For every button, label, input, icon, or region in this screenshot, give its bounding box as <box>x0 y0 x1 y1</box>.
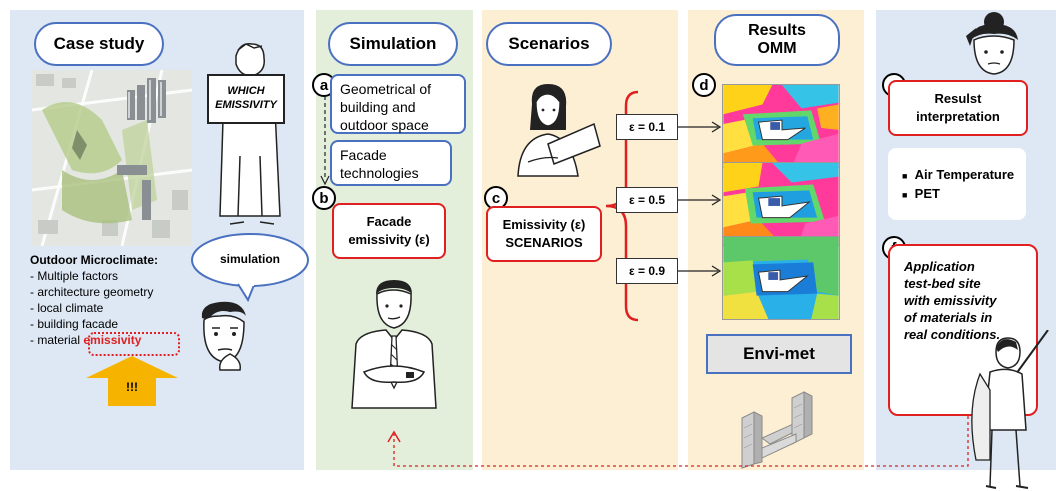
case-study-title: Case study <box>34 22 164 66</box>
results-title-line1: Results <box>748 21 806 39</box>
scenarios-title: Scenarios <box>486 22 612 66</box>
metric-pet: PET <box>914 186 940 201</box>
simulation-title: Simulation <box>328 22 458 66</box>
testbed-line1: Application <box>904 259 975 274</box>
results-interpretation-box: Resulst interpretation <box>888 80 1028 136</box>
outdoor-microclimate-text: Outdoor Microclimate: - Multiple factors… <box>30 252 200 348</box>
step-d-marker: d <box>692 73 716 97</box>
emissivity-scenarios-box: Emissivity (ε) SCENARIOS <box>486 206 602 262</box>
3d-building-model <box>741 391 813 469</box>
emissivity-highlight: emissivity <box>83 333 142 347</box>
testbed-line4: of materials in <box>904 310 993 325</box>
thinking-man-figure <box>201 301 246 371</box>
person-holding-sign-figure <box>219 43 281 225</box>
emissivity-scenarios-line2: SCENARIOS <box>505 235 583 250</box>
interpretation-line2: interpretation <box>916 109 1000 124</box>
simulation-map-epsilon-0-5 <box>722 162 840 246</box>
facade-emissivity-box: Facade emissivity (ε) <box>332 203 446 259</box>
emissivity-dotted-frame <box>88 332 180 356</box>
testbed-line2: test-bed site <box>904 276 981 291</box>
results-title: Results OMM <box>714 14 840 66</box>
geometry-box: Geometrical of building and outdoor spac… <box>330 74 466 134</box>
testbed-line5: real conditions. <box>904 327 1001 342</box>
results-title-line2: OMM <box>757 40 797 57</box>
simulation-map-epsilon-0-1 <box>722 84 840 168</box>
site-aerial-map <box>32 70 192 246</box>
factor-item: - architecture geometry <box>30 285 154 299</box>
metric-item: ■ PET <box>902 186 940 201</box>
exclamation-label: !!! <box>126 380 138 394</box>
step-b-marker: b <box>312 186 336 210</box>
up-arrow-icon <box>86 356 178 406</box>
speech-bubble-text: simulation <box>219 252 280 266</box>
sign-text-line1: WHICH <box>227 85 265 98</box>
a-to-b-dashed-arrow <box>320 96 330 186</box>
woman-with-laptop-figure <box>517 84 601 177</box>
feedback-loop-arrow <box>387 416 969 467</box>
facade-emissivity-line1: Facade <box>366 214 412 230</box>
metric-item: ■ Air Temperature <box>902 167 1015 182</box>
factor-item: - material emissivity <box>30 332 200 348</box>
factor-item: - local climate <box>30 301 104 315</box>
woman-face-figure <box>966 12 1018 75</box>
facade-technologies-box: Facade technologies <box>330 140 452 186</box>
simulation-map-epsilon-0-9 <box>722 236 840 320</box>
outdoor-microclimate-heading: Outdoor Microclimate: <box>30 253 159 267</box>
metric-air-temperature: Air Temperature <box>914 167 1015 182</box>
speech-bubble-shape <box>191 233 309 302</box>
pointing-woman-figure <box>971 330 1049 489</box>
sign-text-line2: EMISSIVITY <box>215 99 277 111</box>
envimet-box: Envi-met <box>706 334 852 374</box>
interpretation-line1: Resulst <box>934 91 982 107</box>
epsilon-0-1-label: ε = 0.1 <box>616 114 678 140</box>
factor-item: - building facade <box>30 317 119 331</box>
businessman-figure <box>351 280 437 409</box>
factor-item: - Multiple factors <box>30 269 119 283</box>
epsilon-0-9-label: ε = 0.9 <box>616 258 678 284</box>
testbed-line3: with emissivity <box>904 293 997 308</box>
epsilon-0-5-label: ε = 0.5 <box>616 187 678 213</box>
scenario-brace <box>605 90 639 322</box>
scenario-arrows <box>678 121 722 277</box>
metrics-list-box: ■ Air Temperature ■ PET <box>888 148 1026 220</box>
factor-item-prefix: - material <box>30 333 84 347</box>
which-emissivity-sign: WHICH EMISSIVITY <box>207 74 285 124</box>
facade-emissivity-line2: emissivity (ε) <box>348 232 430 247</box>
emissivity-scenarios-line1: Emissivity (ε) <box>502 217 586 233</box>
